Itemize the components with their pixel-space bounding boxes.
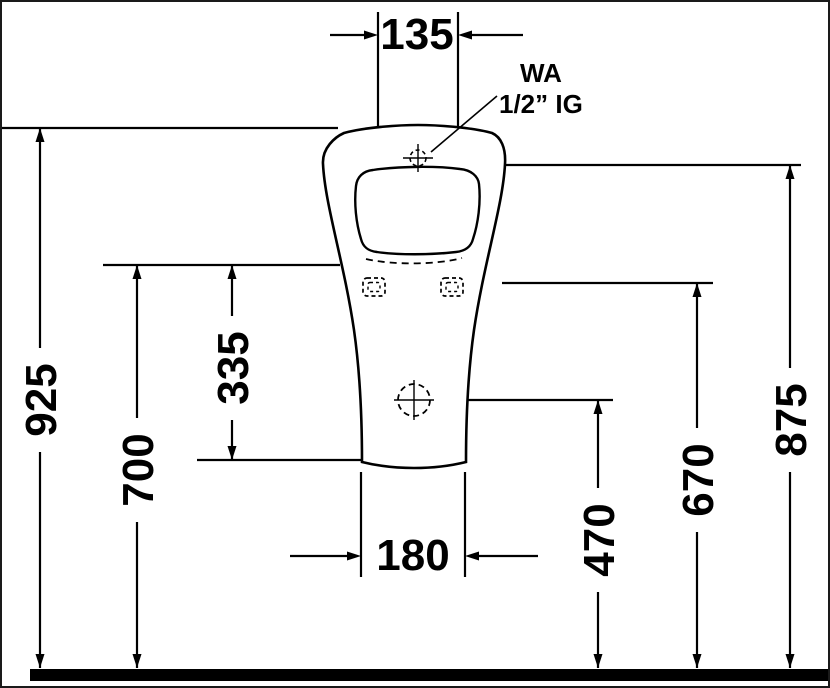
dim-rim-height: 700: [114, 265, 163, 668]
dim-875-arrow-top: [785, 165, 795, 179]
dim-135-label: 135: [380, 10, 453, 59]
dim-875-label: 875: [767, 383, 816, 456]
dim-670-arrow-bottom: [692, 654, 702, 668]
dim-470-label: 470: [575, 503, 624, 576]
inlet-leader-line: [430, 95, 498, 153]
fixing-hole-left-outer: [362, 277, 386, 297]
inlet-symbol: [403, 144, 433, 172]
dim-180-arrow-right: [465, 551, 479, 561]
dim-fixing-height: 670: [674, 283, 723, 668]
dim-700-arrow-bottom: [132, 654, 142, 668]
hidden-edge-dashed: [365, 257, 463, 265]
dim-180-label: 180: [376, 531, 449, 580]
dim-925-arrow-bottom: [35, 654, 45, 668]
dim-135-arrow-right: [458, 30, 472, 40]
dim-rim-drop: 335: [209, 265, 258, 460]
inlet-thread-label: 1/2” IG: [499, 89, 583, 119]
dim-700-label: 700: [114, 433, 163, 506]
dim-335-arrow-bottom: [227, 446, 237, 460]
wa-label: WA: [520, 58, 562, 88]
dim-470-arrow-bottom: [593, 654, 603, 668]
reference-lines: [2, 12, 801, 577]
fixing-hole-left-inner: [367, 281, 381, 293]
fixing-hole-right-inner: [445, 281, 459, 293]
floor-line: [30, 669, 828, 681]
dim-outlet-height: 470: [575, 400, 624, 668]
fixing-hole-left: [362, 277, 386, 297]
urinal-outline: [321, 123, 507, 470]
dim-670-label: 670: [674, 443, 723, 516]
dim-700-arrow-top: [132, 265, 142, 279]
dim-335-label-bg: [212, 316, 252, 420]
dim-700-label-bg: [117, 418, 157, 522]
dim-670-arrow-top: [692, 283, 702, 297]
dim-875-label-bg: [770, 368, 810, 472]
dim-overall-height: 925: [17, 128, 66, 668]
dim-180-arrow-left: [347, 551, 361, 561]
dim-335-arrow-top: [227, 265, 237, 279]
dim-875-arrow-bottom: [785, 654, 795, 668]
urinal-bowl-opening: [354, 165, 481, 256]
dim-925-arrow-top: [35, 128, 45, 142]
dim-925-label: 925: [17, 363, 66, 436]
dim-470-label-bg: [578, 488, 618, 592]
dim-bottom-width: 180: [290, 531, 538, 580]
dim-925-label-bg: [20, 348, 60, 452]
dim-135-arrow-left: [364, 30, 378, 40]
fixing-hole-right-outer: [440, 277, 464, 297]
outlet-symbol: [394, 380, 434, 420]
dim-inlet-height: 875: [767, 165, 816, 668]
dim-335-label: 335: [209, 331, 258, 404]
fixing-hole-right: [440, 277, 464, 297]
dim-670-label-bg: [677, 428, 717, 532]
dim-top-width: 135: [330, 10, 523, 59]
dim-470-arrow-top: [593, 400, 603, 414]
